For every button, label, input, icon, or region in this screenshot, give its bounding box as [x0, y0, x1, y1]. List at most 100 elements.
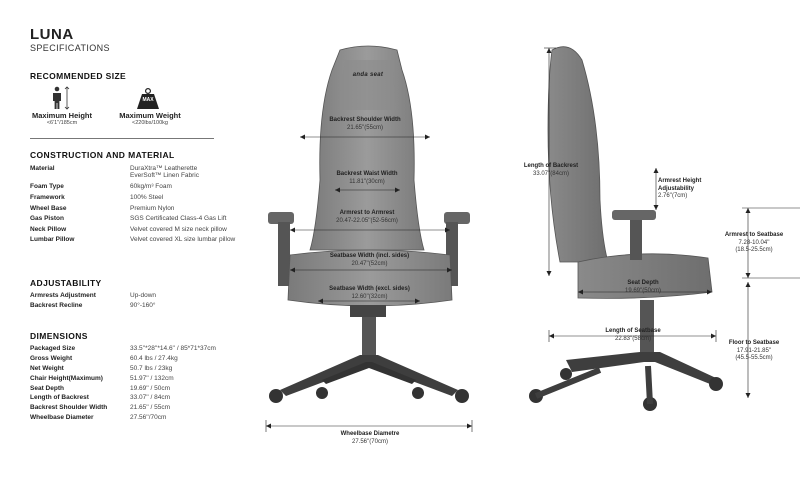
dim-value-2: (18.5-25.5cm) — [735, 247, 773, 253]
max-weight-label: Maximum Weight — [119, 111, 181, 120]
spec-value: 90°-160° — [130, 302, 156, 309]
dim-label: Length of Seatbase — [605, 328, 661, 334]
recommended-heading: RECOMMENDED SIZE — [30, 71, 127, 81]
spec-value: 33.07'' / 84cm — [130, 394, 171, 401]
max-weight-value: <220lbs/100kg — [132, 120, 168, 126]
dim-value: 22.83''(58cm) — [615, 335, 651, 342]
dim-armrest-height: Armrest Height Adjustability 2.76''(7cm) — [658, 178, 728, 201]
dimensions-heading: DIMENSIONS — [30, 331, 88, 341]
spec-value: 19.69'' / 50cm — [130, 385, 171, 392]
spec-key: Lumbar Pillow — [30, 236, 75, 243]
dim-value: 20.47''(52cm) — [351, 260, 388, 267]
dim-value: 2.76''(7cm) — [658, 193, 688, 199]
divider — [30, 138, 214, 139]
spec-value: 60.4 lbs / 27.4kg — [130, 355, 178, 362]
dim-seat-depth: Seat Depth 19.69''(50cm) — [600, 280, 686, 295]
dim-label: Backrest Shoulder Width — [329, 117, 401, 123]
weight-icon: MAX — [136, 88, 160, 110]
spec-value: 60kg/m³ Foam — [130, 183, 172, 190]
dim-label: Seat Depth — [627, 280, 659, 286]
dim-value: 11.81''(30cm) — [349, 178, 385, 185]
weight-badge: MAX — [142, 97, 154, 103]
dim-value: 12.60''(32cm) — [351, 293, 388, 300]
adjustability-heading: ADJUSTABILITY — [30, 278, 102, 288]
spec-key: Wheelbase Diameter — [30, 414, 94, 421]
dim-value-2: (45.5-55.5cm) — [735, 355, 773, 361]
spec-key: Net Weight — [30, 365, 64, 372]
spec-key: Seat Depth — [30, 385, 64, 392]
spec-key: Packaged Size — [30, 345, 76, 352]
dim-floor-to-seatbase: Floor to Seatbase 17.91-21.85'' (45.5-55… — [712, 340, 796, 363]
spec-key: Foam Type — [30, 183, 64, 190]
dimension-arrows — [266, 48, 751, 429]
dim-value: 19.69''(50cm) — [625, 287, 661, 294]
spec-key: Backrest Recline — [30, 302, 83, 309]
page-subtitle: SPECIFICATIONS — [30, 43, 110, 53]
front-right-armrest — [444, 212, 470, 224]
dim-value: 17.91-21.85'' — [736, 347, 772, 354]
dim-label: Backrest Waist Width — [336, 171, 398, 177]
dim-label: Floor to Seatbase — [728, 340, 780, 346]
dim-seatbase-length: Length of Seatbase 22.83''(58cm) — [590, 328, 676, 343]
spec-value: 33.5''*28''*14.6'' / 85*71*37cm — [130, 345, 216, 352]
spec-key: Chair Height(Maximum) — [30, 375, 103, 382]
spec-key: Wheel Base — [30, 205, 67, 212]
spec-row-material: Material DuraXtra™ Leatherette EverSoft™… — [30, 165, 230, 180]
max-height-value: <6'1"/185cm — [46, 120, 78, 126]
side-armrest — [612, 210, 656, 220]
spec-value: SGS Certificated Class-4 Gas Lift — [130, 215, 227, 222]
spec-key: Material — [30, 165, 55, 172]
product-title: LUNA — [30, 26, 74, 43]
height-person-icon — [50, 86, 72, 110]
dim-value: 33.07''(84cm) — [533, 170, 569, 177]
dimension-lines — [265, 47, 800, 432]
spec-key: Length of Backrest — [30, 394, 89, 401]
spec-key: Armrests Adjustment — [30, 292, 96, 299]
spec-value: 27.56''/70cm — [130, 414, 167, 421]
side-backrest — [547, 46, 609, 263]
spec-key: Neck Pillow — [30, 226, 67, 233]
dim-label: Armrest to Seatbase — [724, 232, 784, 238]
max-height-label: Maximum Height — [31, 111, 92, 120]
spec-value: Up-down — [130, 292, 157, 299]
dim-label: Length of Backrest — [523, 163, 579, 169]
dim-seat-width-incl: Seatbase Width (incl. sides) 20.47''(52c… — [312, 253, 427, 268]
dim-label: Wheelbase Diametre — [340, 431, 400, 437]
dim-armrest-to-seatbase: Armrest to Seatbase 7.28-10.04'' (18.5-2… — [712, 232, 796, 255]
dim-seat-width-excl: Seatbase Width (excl. sides) 12.60''(32c… — [312, 286, 427, 301]
spec-value: Velvet covered XL size lumbar pillow — [130, 236, 236, 243]
dim-value: 7.28-10.04'' — [738, 239, 770, 246]
front-seat — [287, 249, 453, 307]
dim-label: Armrest Height — [658, 178, 702, 184]
side-wheelbase — [566, 352, 716, 384]
dim-armrest-to-armrest: Armrest to Armrest 20.47-22.05''(52-56cm… — [312, 210, 422, 225]
spec-value: 100% Steel — [130, 194, 164, 201]
spec-value: Premium Nylon — [130, 205, 175, 212]
dim-wheelbase-diametre: Wheelbase Diametre 27.56''(70cm) — [315, 431, 425, 446]
dim-shoulder-width: Backrest Shoulder Width 21.65''(55cm) — [310, 117, 420, 132]
spec-value: Velvet covered M size neck pillow — [130, 226, 227, 233]
spec-value: 21.65'' / 55cm — [130, 404, 171, 411]
spec-key: Framework — [30, 194, 65, 201]
spec-key: Gas Piston — [30, 215, 64, 222]
dim-backrest-length: Length of Backrest 33.07''(84cm) — [508, 163, 594, 178]
dim-label-2: Adjustability — [658, 185, 695, 192]
dim-value: 27.56''(70cm) — [352, 438, 388, 445]
front-left-armrest — [268, 212, 294, 224]
dim-value: 20.47-22.05''(52-56cm) — [336, 217, 398, 224]
dim-label: Seatbase Width (excl. sides) — [329, 286, 410, 292]
brand-logo: anda seat — [352, 72, 384, 78]
spec-value: DuraXtra™ Leatherette — [130, 165, 198, 172]
spec-key: Gross Weight — [30, 355, 73, 362]
construction-heading: CONSTRUCTION AND MATERIAL — [30, 150, 175, 160]
front-wheelbase — [280, 355, 458, 396]
spec-value-2: EverSoft™ Linen Fabric — [130, 172, 200, 179]
dim-label: Armrest to Armrest — [339, 210, 395, 216]
dim-value: 21.65''(55cm) — [347, 124, 383, 131]
spec-key: Backrest Shoulder Width — [30, 404, 108, 411]
spec-value: 50.7 lbs / 23kg — [130, 365, 173, 372]
spec-value: 51.97'' / 132cm — [130, 375, 174, 382]
dim-label: Seatbase Width (incl. sides) — [329, 253, 410, 259]
dim-waist-width: Backrest Waist Width 11.81''(30cm) — [312, 171, 422, 186]
